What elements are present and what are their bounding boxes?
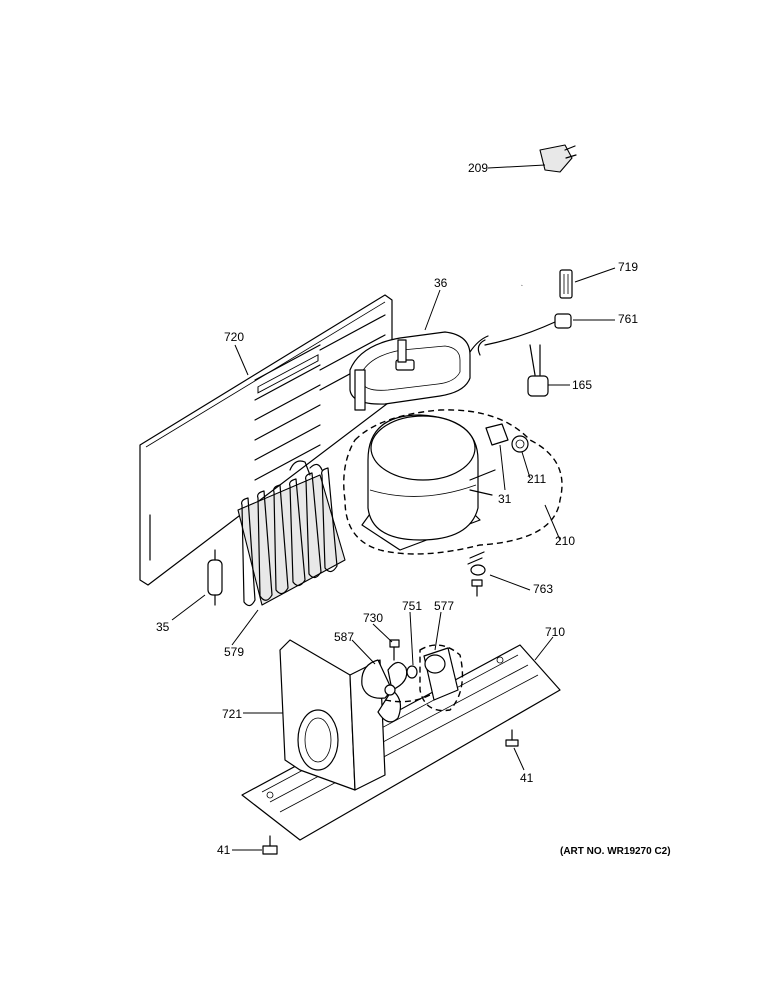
part-579-condenser[interactable] — [237, 460, 346, 607]
part-763-fastener-kit[interactable] — [467, 551, 486, 597]
part-751-washer[interactable] — [406, 665, 418, 679]
part-209-power-cord[interactable] — [520, 144, 577, 286]
part-761-wire-harness[interactable] — [469, 313, 572, 356]
part-587-fan-blade[interactable] — [361, 659, 408, 723]
leader-lines — [171, 164, 616, 851]
part-41-leveling-leg-right[interactable] — [505, 729, 519, 747]
callout-165[interactable]: 165 — [572, 378, 592, 392]
callout-730[interactable]: 730 — [363, 611, 383, 625]
callout-577[interactable]: 577 — [434, 599, 454, 613]
callout-719[interactable]: 719 — [618, 260, 638, 274]
callout-211[interactable]: 211 — [527, 472, 546, 486]
callout-761[interactable]: 761 — [618, 312, 638, 326]
part-165-capacitor[interactable] — [527, 344, 549, 397]
callout-35[interactable]: 35 — [156, 620, 170, 634]
callout-587[interactable]: 587 — [334, 630, 354, 644]
part-730-screw[interactable] — [389, 639, 400, 661]
part-31-relay[interactable] — [485, 423, 509, 446]
callout-751[interactable]: 751 — [402, 599, 422, 613]
part-719-clip[interactable] — [559, 269, 573, 299]
callout-763[interactable]: 763 — [533, 582, 553, 596]
part-577-fan-motor[interactable] — [384, 644, 464, 712]
callout-31[interactable]: 31 — [498, 492, 512, 506]
part-721-fan-shroud[interactable] — [279, 639, 386, 791]
part-210-compressor[interactable] — [343, 409, 563, 555]
part-41-leveling-leg-left[interactable] — [262, 835, 278, 855]
callout-36[interactable]: 36 — [434, 276, 448, 290]
part-211-overload[interactable] — [511, 435, 529, 453]
callout-209[interactable]: 209 — [468, 161, 488, 175]
part-720-back-panel[interactable] — [139, 294, 393, 586]
part-36-drain-pan[interactable] — [349, 331, 471, 411]
callout-labels: 209 719 36 761 720 165 31 211 210 35 579… — [156, 161, 638, 857]
part-35-drier[interactable] — [207, 549, 223, 606]
callout-41-right[interactable]: 41 — [520, 771, 534, 785]
panel-slots — [257, 354, 319, 394]
art-number: (ART NO. WR19270 C2) — [560, 846, 671, 857]
callout-41-left[interactable]: 41 — [217, 843, 231, 857]
callout-720[interactable]: 720 — [224, 330, 244, 344]
callout-721[interactable]: 721 — [222, 707, 242, 721]
callout-579[interactable]: 579 — [224, 645, 244, 659]
callout-210[interactable]: 210 — [555, 534, 575, 548]
callout-710[interactable]: 710 — [545, 625, 565, 639]
